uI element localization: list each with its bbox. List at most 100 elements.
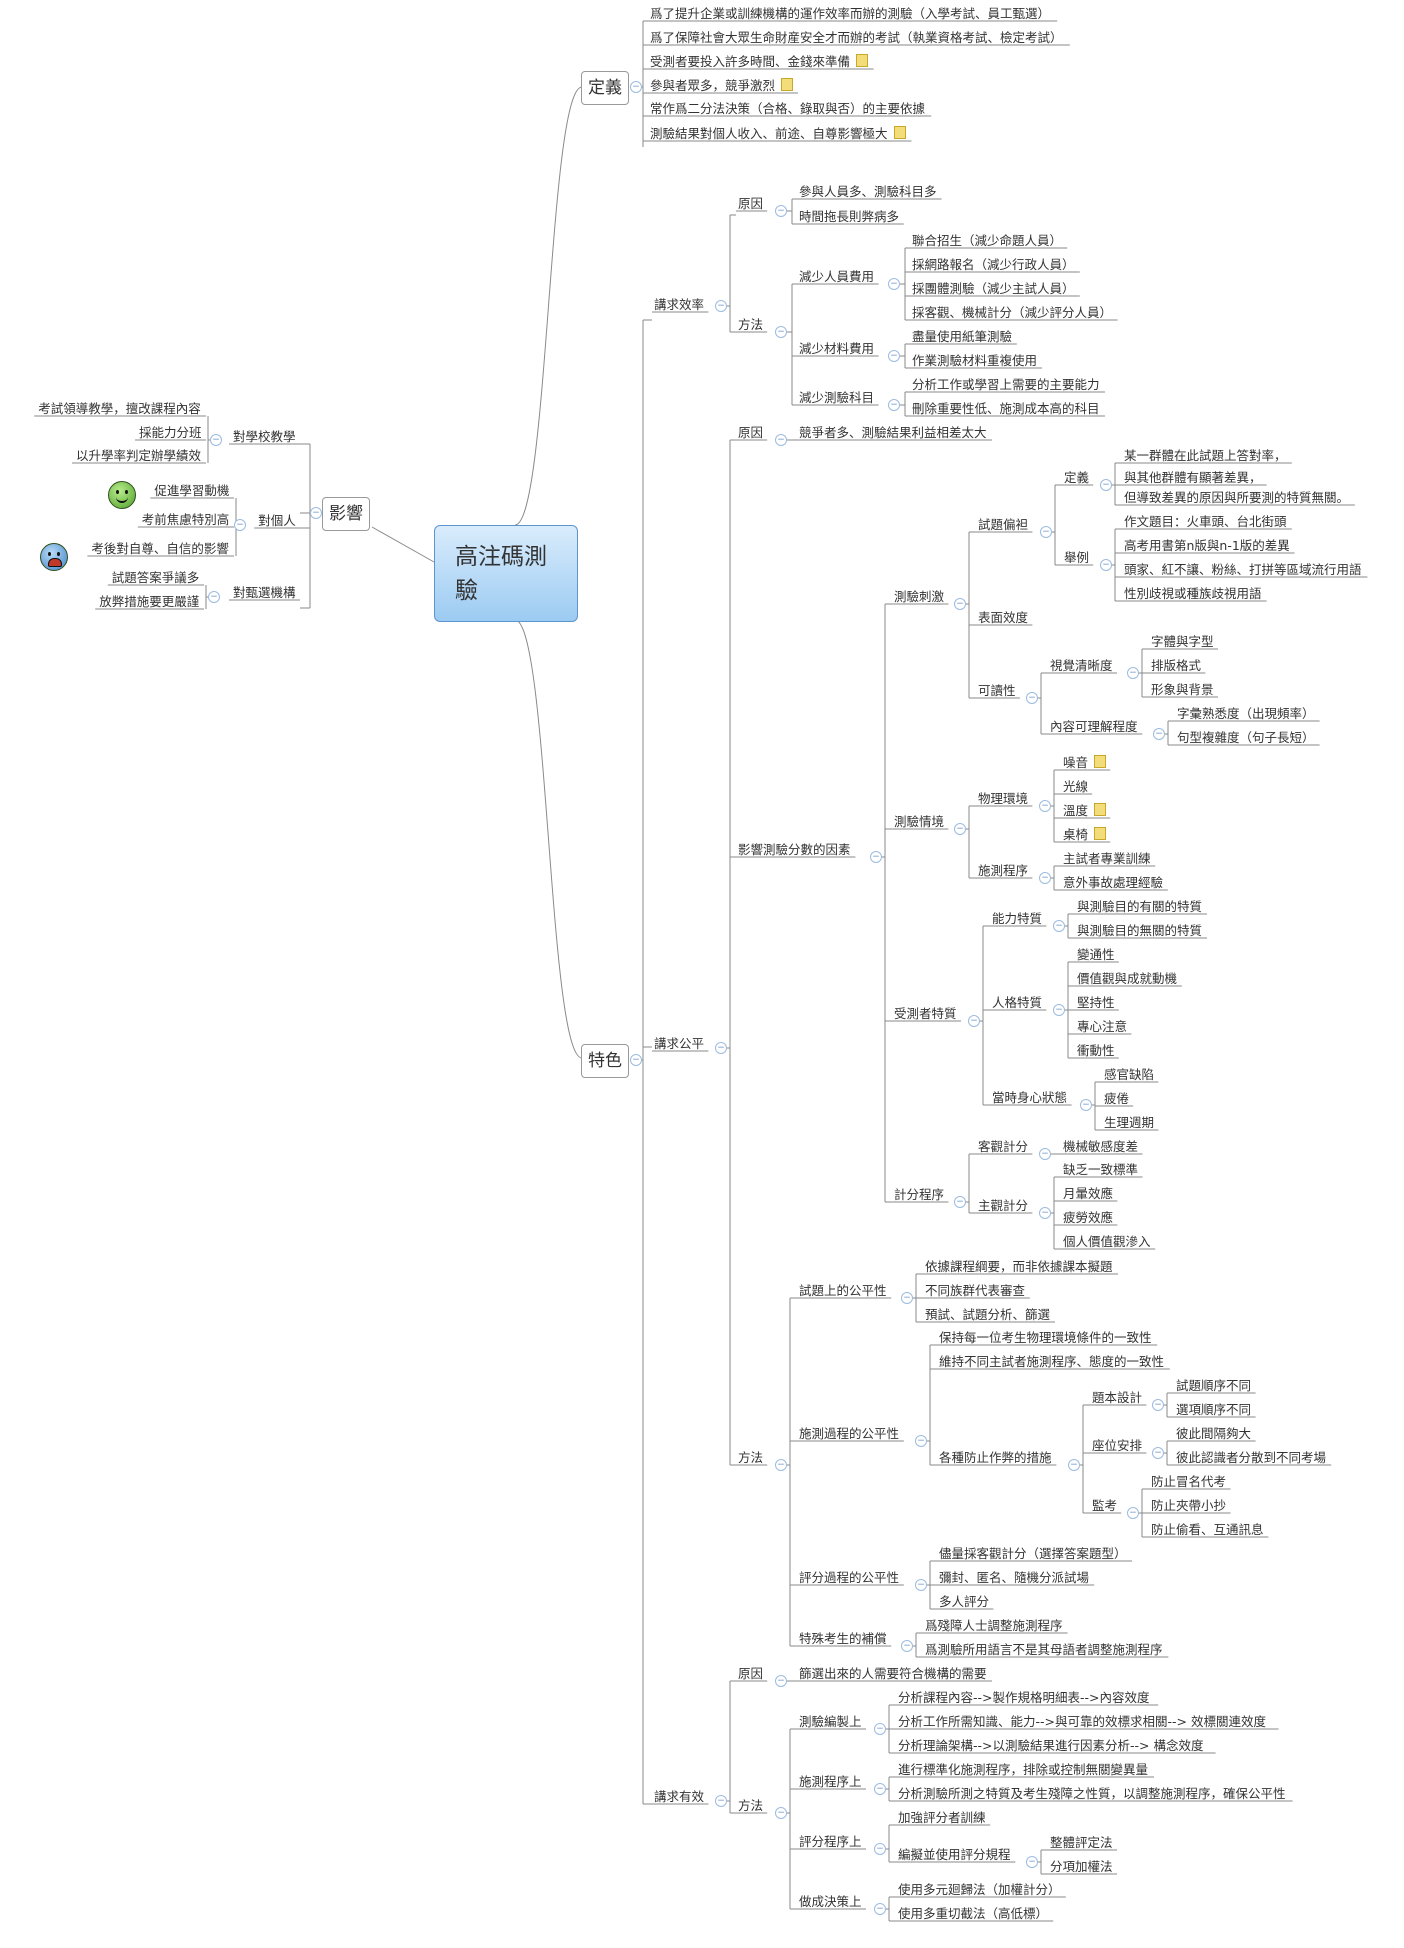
anticheat-version[interactable]: 題本設計 — [1090, 1390, 1144, 1406]
examinee-personality[interactable]: 人格特質 — [990, 995, 1044, 1011]
objective-item[interactable]: 機械敏感度差 — [1061, 1139, 1140, 1155]
personality-item[interactable]: 堅持性 — [1075, 995, 1117, 1011]
personality-item[interactable]: 變通性 — [1075, 947, 1117, 963]
influence-person[interactable]: 對個人 — [256, 513, 298, 529]
collapse-toggle-icon[interactable]: − — [1100, 559, 1112, 571]
staff-item[interactable]: 採客觀、機械計分（減少評分人員） — [910, 305, 1114, 321]
collapse-toggle-icon[interactable]: − — [888, 399, 900, 411]
collapse-toggle-icon[interactable]: − — [870, 851, 882, 863]
admin-item[interactable]: 進行標準化施測程序，排除或控制無關變異量 — [896, 1762, 1150, 1778]
personality-item[interactable]: 衝動性 — [1075, 1043, 1117, 1059]
scoring-objective[interactable]: 客觀計分 — [976, 1139, 1030, 1155]
physical-item[interactable]: 光線 — [1061, 779, 1090, 795]
readability-visual[interactable]: 視覺清晰度 — [1048, 658, 1115, 674]
collapse-toggle-icon[interactable]: − — [874, 1723, 886, 1735]
procedure-item[interactable]: 意外事故處理經驗 — [1061, 875, 1165, 891]
personality-item[interactable]: 專心注意 — [1075, 1019, 1129, 1035]
staff-item[interactable]: 採網路報名（減少行政人員） — [910, 257, 1077, 273]
collapse-toggle-icon[interactable]: − — [775, 326, 787, 338]
branch-validity[interactable]: 講求有效 — [652, 1789, 706, 1805]
subjective-item[interactable]: 個人價值觀滲入 — [1061, 1234, 1153, 1250]
anticheat-proctor[interactable]: 監考 — [1090, 1498, 1119, 1514]
ability-item[interactable]: 與測驗目的無關的特質 — [1075, 923, 1204, 939]
collapse-toggle-icon[interactable]: − — [775, 434, 787, 446]
decision-item[interactable]: 使用多元廻歸法（加權計分） — [896, 1882, 1063, 1898]
decision-item[interactable]: 使用多重切截法（高低標） — [896, 1906, 1050, 1922]
scoring-rubric[interactable]: 編擬並使用評分規程 — [896, 1847, 1013, 1863]
definition-item[interactable]: 常作爲二分法決策（合格、錄取與否）的主要依據 — [648, 101, 927, 117]
influence-institution[interactable]: 對甄選機構 — [231, 585, 298, 601]
collapse-toggle-icon[interactable]: − — [630, 81, 642, 93]
note-icon[interactable] — [1094, 803, 1107, 816]
personality-item[interactable]: 價值觀與成就動機 — [1075, 971, 1179, 987]
examinee-ability[interactable]: 能力特質 — [990, 911, 1044, 927]
compile-item[interactable]: 分析工作所需知識、能力-->與可靠的效標求相關--> 效標關連效度 — [896, 1714, 1268, 1730]
collapse-toggle-icon[interactable]: − — [888, 278, 900, 290]
factor-stimulus[interactable]: 測驗刺激 — [892, 589, 946, 605]
material-item[interactable]: 作業測驗材料重複使用 — [910, 353, 1039, 369]
collapse-toggle-icon[interactable]: − — [954, 1196, 966, 1208]
collapse-toggle-icon[interactable]: − — [1039, 1207, 1051, 1219]
definition-item[interactable]: 受測者要投入許多時間、金錢來準備 — [648, 54, 870, 70]
state-item[interactable]: 疲倦 — [1102, 1091, 1131, 1107]
scoring-subjective[interactable]: 主觀計分 — [976, 1198, 1030, 1214]
institution-item[interactable]: 試題答案爭議多 — [110, 570, 202, 586]
content-item[interactable]: 字彙熟悉度（出現頻率） — [1175, 706, 1317, 722]
note-icon[interactable] — [893, 126, 906, 139]
examinee-state[interactable]: 當時身心狀態 — [990, 1090, 1069, 1106]
collapse-toggle-icon[interactable]: − — [715, 1042, 727, 1054]
physical-item[interactable]: 噪音 — [1061, 755, 1108, 771]
anticheat-seating[interactable]: 座位安排 — [1090, 1438, 1144, 1454]
collapse-toggle-icon[interactable]: − — [1026, 1856, 1038, 1868]
bias-example-item[interactable]: 高考用書第n版與n-1版的差異 — [1122, 538, 1292, 554]
fairness-cause[interactable]: 原因 — [736, 425, 765, 441]
proctor-item[interactable]: 防止冒名代考 — [1149, 1474, 1228, 1490]
collapse-toggle-icon[interactable]: − — [310, 507, 322, 519]
collapse-toggle-icon[interactable]: − — [715, 300, 727, 312]
collapse-toggle-icon[interactable]: − — [1068, 1459, 1080, 1471]
fairness-cause-item[interactable]: 競爭者多、測驗結果利益相差太大 — [797, 425, 989, 441]
note-icon[interactable] — [1094, 755, 1107, 768]
seating-item[interactable]: 彼此間隔夠大 — [1174, 1426, 1253, 1442]
compile-item[interactable]: 分析課程內容-->製作規格明細表-->內容效度 — [896, 1690, 1152, 1706]
scoring-training[interactable]: 加強評分者訓練 — [896, 1810, 988, 1826]
collapse-toggle-icon[interactable]: − — [1039, 800, 1051, 812]
method-subjects[interactable]: 減少測驗科目 — [797, 390, 876, 406]
definition-item[interactable]: 爲了保障社會大眾生命財産安全才而辦的考試（執業資格考試、檢定考試） — [648, 30, 1065, 46]
collapse-toggle-icon[interactable]: − — [1152, 1399, 1164, 1411]
bias-definition-item[interactable]: 與其他群體有顯著差異， — [1122, 470, 1264, 486]
school-item[interactable]: 以升學率判定辦學績效 — [74, 448, 203, 464]
collapse-toggle-icon[interactable]: − — [915, 1579, 927, 1591]
definition-item[interactable]: 爲了提升企業或訓練機構的運作效率而辦的測驗（入學考試、員工甄選） — [648, 6, 1052, 22]
influence-school[interactable]: 對學校教學 — [231, 429, 298, 445]
factor-situation[interactable]: 測驗情境 — [892, 814, 946, 830]
efficiency-cause[interactable]: 原因 — [736, 196, 765, 212]
fairness-method[interactable]: 方法 — [736, 1450, 765, 1466]
collapse-toggle-icon[interactable]: − — [1026, 692, 1038, 704]
topic-influence[interactable]: 影響 — [322, 497, 370, 531]
collapse-toggle-icon[interactable]: − — [1040, 526, 1052, 538]
validity-scoring[interactable]: 評分程序上 — [797, 1834, 864, 1850]
note-icon[interactable] — [1094, 827, 1107, 840]
bias-example-item[interactable]: 作文題目：火車頭、台北街頭 — [1122, 514, 1289, 530]
person-item[interactable]: 考後對自尊、自信的影響 — [89, 541, 231, 557]
readability-content[interactable]: 內容可理解程度 — [1048, 719, 1140, 735]
staff-item[interactable]: 採團體測驗（減少主試人員） — [910, 281, 1077, 297]
subjects-item[interactable]: 刪除重要性低、施測成本高的科目 — [910, 401, 1102, 417]
collapse-toggle-icon[interactable]: − — [715, 1795, 727, 1807]
situation-physical[interactable]: 物理環境 — [976, 791, 1030, 807]
method-staff[interactable]: 減少人員費用 — [797, 269, 876, 285]
person-item[interactable]: 促進學習動機 — [152, 483, 231, 499]
collapse-toggle-icon[interactable]: − — [775, 1807, 787, 1819]
method-special[interactable]: 特殊考生的補償 — [797, 1631, 889, 1647]
physical-item[interactable]: 桌椅 — [1061, 827, 1108, 843]
compile-item[interactable]: 分析理論架構-->以測驗結果進行因素分析--> 構念效度 — [896, 1738, 1205, 1754]
bias-example-item[interactable]: 頭家、紅不讓、粉絲、打拼等區域流行用語 — [1122, 562, 1364, 578]
collapse-toggle-icon[interactable]: − — [874, 1783, 886, 1795]
collapse-toggle-icon[interactable]: − — [1053, 1004, 1065, 1016]
physical-item[interactable]: 溫度 — [1061, 803, 1108, 819]
collapse-toggle-icon[interactable]: − — [1152, 1447, 1164, 1459]
collapse-toggle-icon[interactable]: − — [901, 1640, 913, 1652]
definition-item[interactable]: 測驗結果對個人收入、前途、自尊影響極大 — [648, 126, 908, 142]
collapse-toggle-icon[interactable]: − — [234, 519, 246, 531]
